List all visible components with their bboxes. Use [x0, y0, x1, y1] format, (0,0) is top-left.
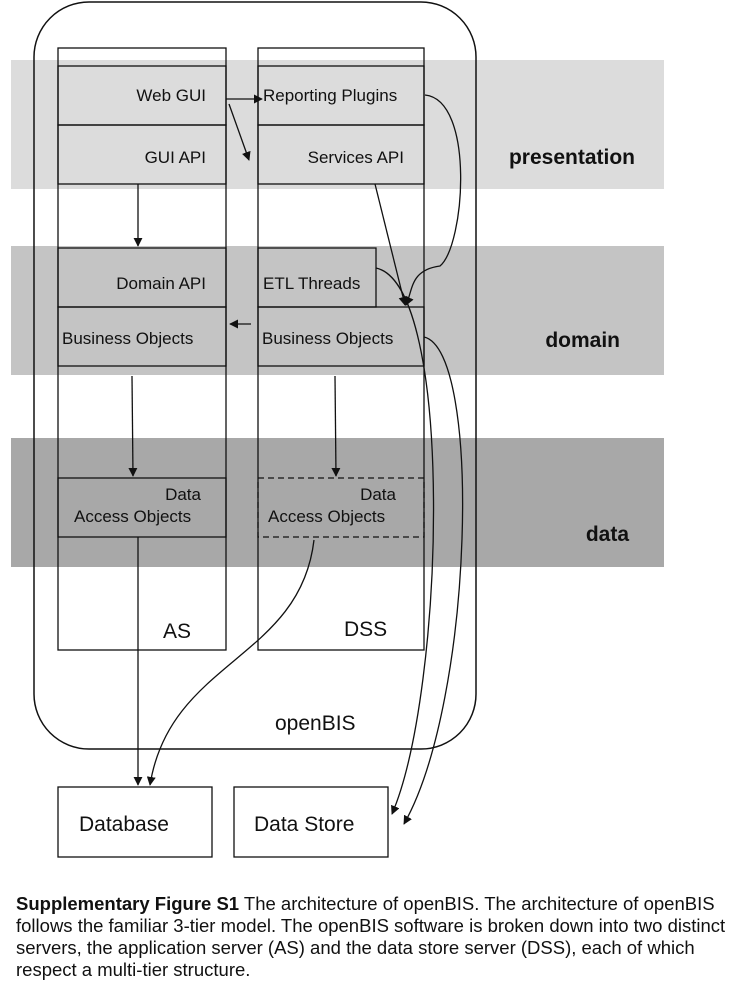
figure-caption: Supplementary Figure S1 The architecture…: [16, 893, 728, 981]
arrow-dss-bo-to-dao: [331, 375, 341, 477]
data-store-label: Data Store: [254, 813, 354, 836]
arrow-dss-dao-to-database: [146, 539, 315, 786]
data-store-box: [233, 786, 389, 858]
dss-etl-threads-label: ETL Threads: [263, 274, 360, 293]
arrow-etl-to-data-store: [375, 267, 435, 815]
as-web-gui-label: Web GUI: [136, 86, 206, 105]
database-label: Database: [79, 813, 169, 836]
as-dao-label-line2: Access Objects: [74, 507, 191, 526]
arrow-reporting-to-dss-bo: [405, 94, 462, 306]
as-dao-label-line1: Data: [165, 485, 201, 504]
caption-text: The architecture of openBIS. The archite…: [16, 893, 726, 980]
as-domain-api-label: Domain API: [116, 274, 206, 293]
as-business-objects-box: [57, 306, 227, 367]
dss-dao-box: [257, 477, 425, 538]
as-gui-api-box: [57, 124, 227, 185]
as-business-objects-label: Business Objects: [62, 329, 193, 348]
openbis-label: openBIS: [275, 712, 356, 735]
data-band: [11, 438, 664, 567]
database-box: [57, 786, 213, 858]
dss-server-label: DSS: [344, 618, 387, 641]
dss-services-api-box: [257, 124, 425, 185]
domain-band: [11, 246, 664, 375]
arrow-dss-bo-to-data-store: [403, 336, 464, 825]
as-gui-api-label: GUI API: [145, 148, 206, 167]
data-tier-label: data: [586, 523, 630, 546]
architecture-diagram: Web GUI GUI API Domain API Business Obje…: [11, 1, 664, 858]
arrow-as-bo-to-dao: [128, 375, 138, 477]
as-dao-box: [57, 477, 227, 538]
dss-dao-label-line1: Data: [360, 485, 396, 504]
caption-title: Supplementary Figure S1: [16, 893, 240, 914]
dss-dao-label-line2: Access Objects: [268, 507, 385, 526]
as-server-label: AS: [163, 620, 191, 643]
dss-reporting-plugins-label: Reporting Plugins: [263, 86, 397, 105]
presentation-tier-label: presentation: [509, 146, 635, 169]
dss-services-api-label: Services API: [308, 148, 404, 167]
arrow-services-to-dss-bo: [374, 183, 408, 306]
dss-business-objects-box: [257, 306, 425, 367]
openbis-container: [33, 1, 477, 750]
dss-business-objects-label: Business Objects: [262, 329, 393, 348]
arrow-webgui-to-services: [228, 103, 251, 161]
domain-tier-label: domain: [545, 329, 620, 352]
